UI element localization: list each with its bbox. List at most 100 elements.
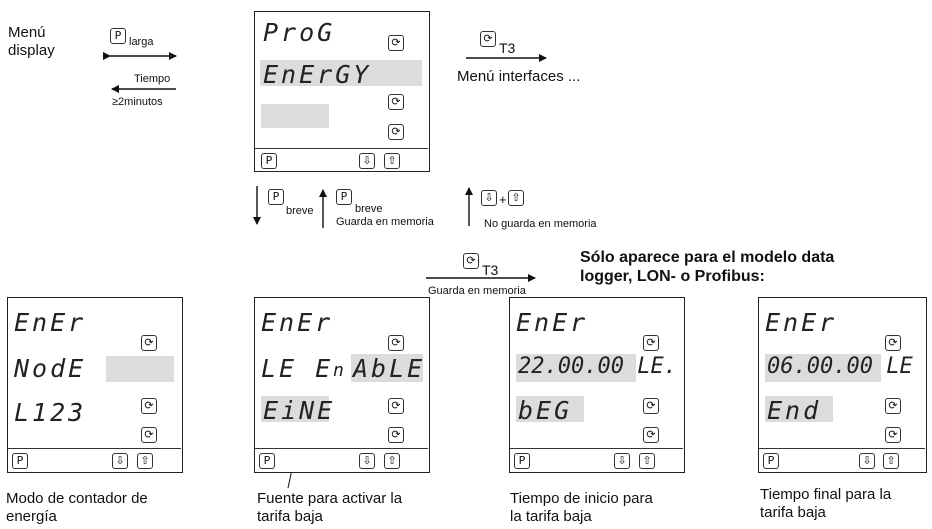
start-time-box	[516, 354, 636, 382]
panel-divider	[510, 448, 683, 449]
cycle-icon: ⟳	[388, 35, 404, 51]
caption-end-time: Tiempo final para la tarifa baja	[760, 486, 891, 522]
cycle-icon: ⟳	[141, 335, 157, 351]
menu-interfaces-label: Menú interfaces ...	[457, 68, 581, 85]
p-key-breve-2: P	[336, 189, 352, 205]
prog-display: ProG	[263, 18, 336, 47]
cycle-icon: ⟳	[388, 94, 404, 110]
cycle-icon: ⟳	[388, 427, 404, 443]
blank-display-box	[261, 104, 329, 128]
down-key-icon: ⇩	[359, 153, 375, 169]
caption-line2: la tarifa baja	[510, 508, 592, 525]
ener-display: EnEr	[261, 308, 334, 337]
down-key-icon: ⇩	[859, 453, 875, 469]
no-guarda-memoria: No guarda en memoria	[484, 218, 597, 230]
cycle-icon: ⟳	[141, 427, 157, 443]
note-line2: logger, LON- o Profibus:	[580, 268, 765, 285]
ener-display: EnEr	[516, 308, 589, 337]
enable-display: AbLE	[353, 354, 426, 383]
cycle-icon: ⟳	[388, 335, 404, 351]
p-key: P	[261, 153, 277, 169]
cycle-icon: ⟳	[388, 124, 404, 140]
note-line1: Sólo aparece para el modelo data	[580, 249, 835, 266]
t3-top-label: T3	[499, 40, 516, 56]
cycle-icon: ⟳	[643, 398, 659, 414]
cycle-icon: ⟳	[885, 398, 901, 414]
caption-line1: Modo de contador de	[6, 490, 148, 507]
p-key-breve-1: P	[268, 189, 284, 205]
device-panel-start-time: EnEr ⟳ 22.00.00 LE. bEG ⟳ ⟳ P ⇩ ⇧	[509, 297, 685, 473]
down-key-icon: ⇩	[481, 190, 497, 206]
caption-start-time: Tiempo de inicio para la tarifa baja	[510, 490, 653, 526]
time-value-box	[261, 396, 329, 422]
up-key-icon: ⇧	[883, 453, 899, 469]
caption-line2: tarifa baja	[760, 504, 826, 521]
caption-line2: tarifa baja	[257, 508, 323, 525]
device-panel-end-time: EnEr ⟳ 06.00.00 LE End ⟳ ⟳ P ⇩ ⇧	[758, 297, 927, 473]
larga-label: larga	[129, 36, 154, 48]
cycle-icon: ⟳	[643, 335, 659, 351]
beg-display: bEG	[518, 396, 573, 425]
caption-line2: energía	[6, 508, 57, 525]
caption-line1: Tiempo final para la	[760, 486, 892, 503]
cycle-icon: ⟳	[141, 398, 157, 414]
panel-divider	[255, 448, 428, 449]
guarda-memoria-1: Guarda en memoria	[336, 216, 434, 228]
end-display: End	[767, 396, 822, 425]
p-key-larga: P	[110, 28, 126, 44]
menu-display-label: Menú display	[8, 24, 55, 60]
p-key: P	[259, 453, 275, 469]
breve-label-2: breve	[355, 203, 383, 215]
down-key-icon: ⇩	[112, 453, 128, 469]
cycle-icon: ⟳	[885, 427, 901, 443]
top-device-panel: ProG ⟳ EnErGY ⟳ ⟳ P ⇩ ⇧	[254, 11, 430, 172]
plus-sign: +	[499, 192, 507, 207]
caption-line1: Fuente para activar la	[257, 490, 403, 507]
cycle-icon: ⟳	[885, 335, 901, 351]
energy-display: EnErGY	[263, 60, 372, 89]
caption-line1: Tiempo de inicio para	[510, 490, 653, 507]
up-key-icon: ⇧	[137, 453, 153, 469]
lt-n-display: n	[333, 360, 347, 381]
ener-display: EnEr	[14, 308, 87, 337]
guarda-memoria-2: Guarda en memoria	[428, 285, 526, 297]
model-note: Sólo aparece para el modelo data logger,…	[580, 248, 834, 286]
cycle-icon: ⟳	[643, 427, 659, 443]
ener-display: EnEr	[765, 308, 838, 337]
up-key-icon: ⇧	[384, 153, 400, 169]
beg-box	[516, 396, 584, 422]
p-key: P	[763, 453, 779, 469]
down-key-icon: ⇩	[359, 453, 375, 469]
end-time-display: 06.00.00 LE	[767, 354, 913, 379]
energy-highlight	[260, 60, 422, 86]
device-panel-low-tariff-source: EnEr ⟳ LE E n AbLE EiNE ⟳ ⟳ P ⇩ ⇧	[254, 297, 430, 473]
time-display: EiNE	[263, 396, 336, 425]
menu-label-line1: Menú	[8, 24, 46, 41]
caption-low-tariff-source: Fuente para activar la tarifa baja	[257, 490, 402, 526]
p-key: P	[12, 453, 28, 469]
dos-minutos-label: ≥2minutos	[112, 96, 163, 108]
breve-label-1: breve	[286, 205, 314, 217]
cycle-icon: ⟳	[388, 398, 404, 414]
mode-value-box	[106, 356, 174, 382]
tiempo-label: Tiempo	[134, 73, 171, 85]
panel-divider	[255, 148, 428, 149]
cycle-icon-t3-top: ⟳	[480, 31, 496, 47]
end-time-box	[765, 354, 881, 382]
start-time-display: 22.00.00 LE.	[518, 354, 677, 379]
t3-bottom-label: T3	[482, 262, 499, 278]
p-key: P	[514, 453, 530, 469]
caption-energy-mode: Modo de contador de energía	[6, 490, 148, 526]
down-key-icon: ⇩	[614, 453, 630, 469]
up-key-icon: ⇧	[384, 453, 400, 469]
l123-display: L123	[14, 398, 87, 427]
lt-e-display: LE E	[261, 354, 334, 383]
up-key-icon: ⇧	[508, 190, 524, 206]
end-box	[765, 396, 833, 422]
cycle-icon-t3-bottom: ⟳	[463, 253, 479, 269]
enable-value-box	[351, 354, 423, 382]
device-panel-energy-mode: EnEr ⟳ NodE L123 ⟳ ⟳ P ⇩ ⇧	[7, 297, 183, 473]
panel-divider	[759, 448, 925, 449]
up-key-icon: ⇧	[639, 453, 655, 469]
